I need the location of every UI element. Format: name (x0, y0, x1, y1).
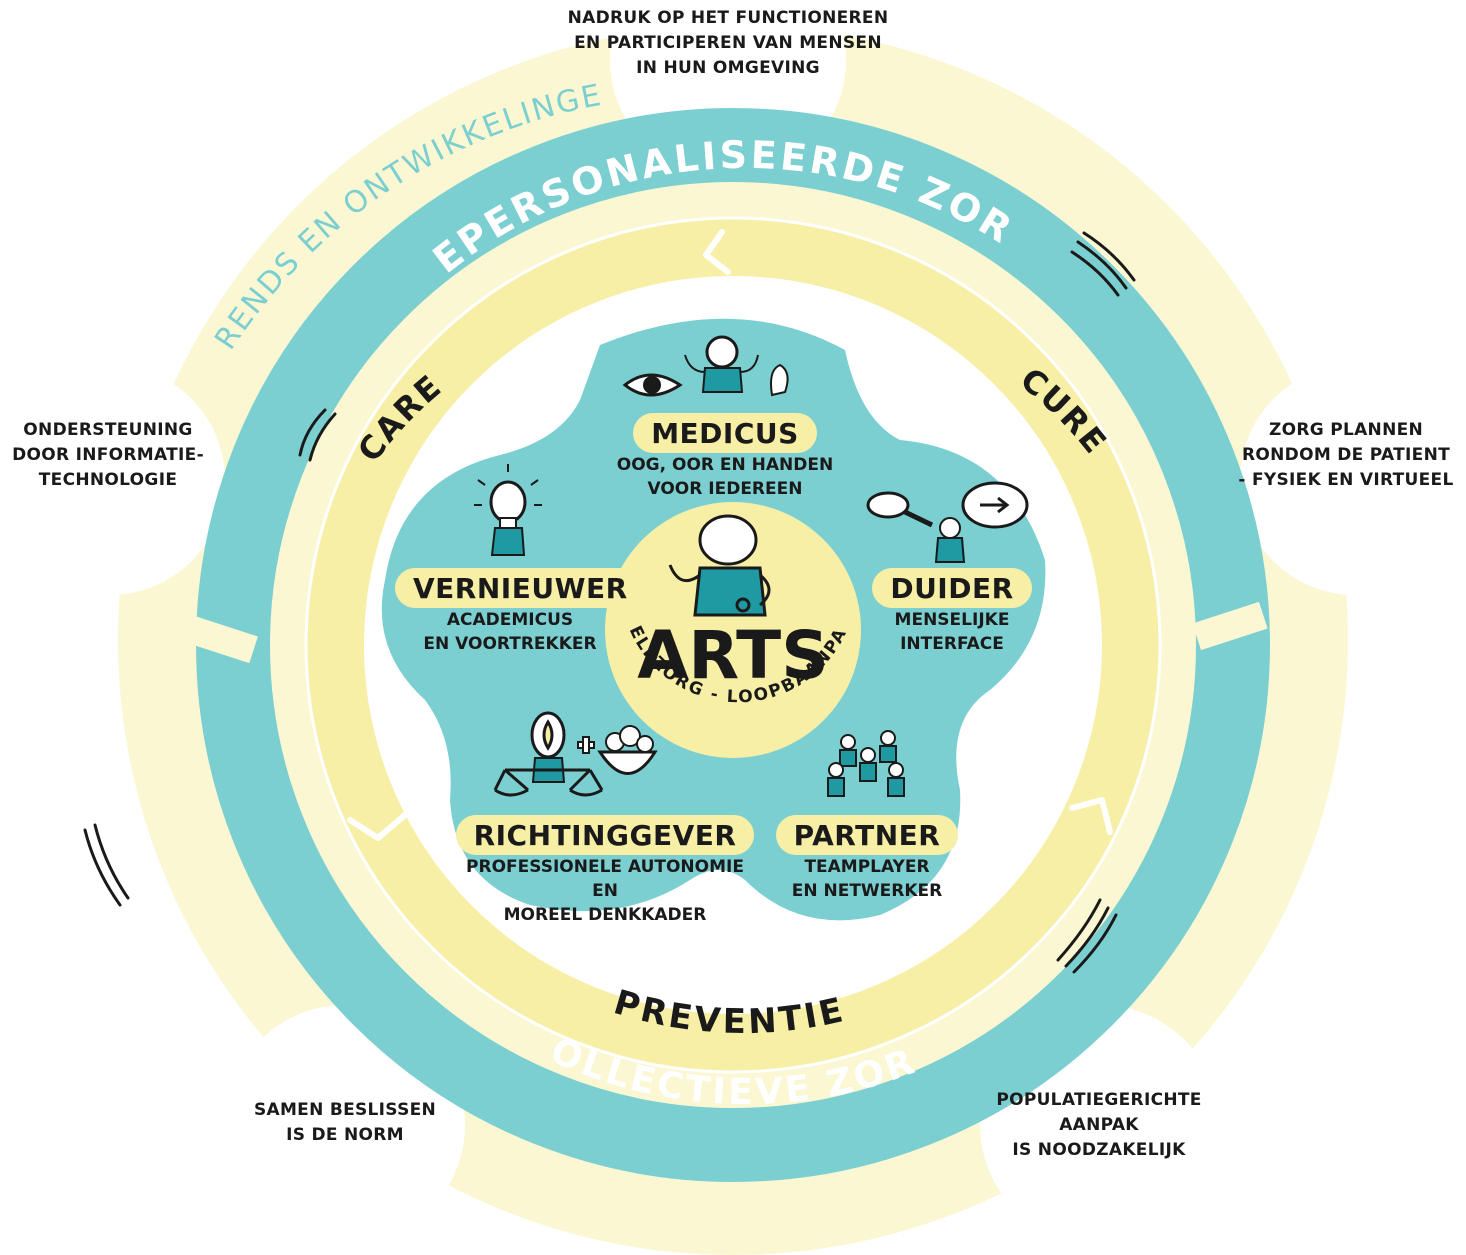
role-richtinggever: RICHTINGGEVER PROFESSIONELE AUTONOMIE EN… (455, 815, 755, 927)
role-medicus-line-2: VOOR IEDEREEN (647, 479, 803, 499)
brain-bowl-icon (597, 725, 658, 775)
note-bottom-left: SAMEN BESLISSEN IS DE NORM (240, 1098, 450, 1148)
note-top-line-3: IN HUN OMGEVING (636, 58, 820, 78)
note-left-line-3: TECHNOLOGIE (38, 470, 178, 490)
note-left-line-2: DOOR INFORMATIE- (12, 445, 204, 465)
note-right: ZORG PLANNEN RONDOM DE PATIENT - FYSIEK … (1228, 418, 1464, 493)
note-bottom-right-line-1: POPULATIEGERICHTE (996, 1090, 1202, 1110)
role-duider-title: DUIDER (872, 568, 1032, 608)
team-group-icon (827, 730, 905, 797)
role-medicus-title: MEDICUS (633, 413, 817, 453)
note-right-line-3: - FYSIEK EN VIRTUEEL (1238, 470, 1454, 490)
eye-icon (622, 373, 683, 397)
note-left: ONDERSTEUNING DOOR INFORMATIE- TECHNOLOG… (8, 418, 208, 493)
medicus-figure-icon (684, 335, 759, 393)
doctor-figure-icon (668, 514, 771, 617)
role-partner-line-1: TEAMPLAYER (804, 857, 930, 877)
role-vernieuwer-title: VERNIEUWER (395, 568, 646, 608)
center-title: ARTS (637, 617, 829, 694)
duider-figure-icon (934, 517, 966, 563)
note-bottom-right: POPULATIEGERICHTE AANPAK IS NOODZAKELIJK (985, 1088, 1213, 1163)
role-partner: PARTNER TEAMPLAYER EN NETWERKER (772, 815, 962, 903)
note-bubble-left (0, 365, 225, 595)
role-richtinggever-title: RICHTINGGEVER (455, 815, 755, 855)
flow-chevrons (347, 229, 1113, 841)
note-bottom-right-line-3: IS NOODZAKELIJK (1012, 1140, 1186, 1160)
role-vernieuwer: VERNIEUWER ACADEMICUS EN VOORTREKKER (395, 568, 646, 656)
note-top-line-1: NADRUK OP HET FUNCTIONEREN (567, 8, 889, 28)
magnifier-icon (866, 491, 934, 528)
ear-icon (770, 363, 789, 397)
role-richtinggever-line-2: MOREEL DENKKADER (503, 905, 707, 925)
note-bubble-right (1240, 365, 1466, 595)
plus-icon (577, 736, 595, 754)
note-top: NADRUK OP HET FUNCTIONEREN EN PARTICIPER… (518, 6, 938, 81)
speech-bubble-arrow-icon (961, 481, 1029, 529)
role-vernieuwer-line-2: EN VOORTREKKER (423, 634, 597, 654)
lightbulb-icon (474, 464, 542, 556)
role-duider-line-1: MENSELIJKE (894, 610, 1010, 630)
note-bottom-left-line-2: IS DE NORM (286, 1125, 404, 1145)
role-partner-line-2: EN NETWERKER (791, 881, 943, 901)
note-bottom-left-line-1: SAMEN BESLISSEN (253, 1100, 437, 1120)
role-medicus-line-1: OOG, OOR EN HANDEN (616, 455, 834, 475)
role-medicus: MEDICUS OOG, OOR EN HANDEN VOOR IEDEREEN (605, 413, 845, 501)
role-duider-line-2: INTERFACE (900, 634, 1004, 654)
note-left-line-1: ONDERSTEUNING (23, 420, 193, 440)
note-right-line-1: ZORG PLANNEN (1268, 420, 1424, 440)
teal-ring (182, 108, 1270, 1182)
role-richtinggever-line-1: PROFESSIONELE AUTONOMIE EN (466, 857, 744, 901)
role-duider: DUIDER MENSELIJKE INTERFACE (862, 568, 1042, 656)
role-partner-title: PARTNER (775, 815, 959, 855)
scales-icon (493, 711, 604, 797)
note-bottom-right-line-2: AANPAK (1059, 1115, 1139, 1135)
note-top-line-2: EN PARTICIPEREN VAN MENSEN (574, 33, 882, 53)
role-vernieuwer-line-1: ACADEMICUS (446, 610, 574, 630)
motion-strokes (83, 231, 1136, 974)
inner-yellow-band (306, 218, 1160, 1072)
note-right-line-2: RONDOM DE PATIENT (1241, 445, 1450, 465)
